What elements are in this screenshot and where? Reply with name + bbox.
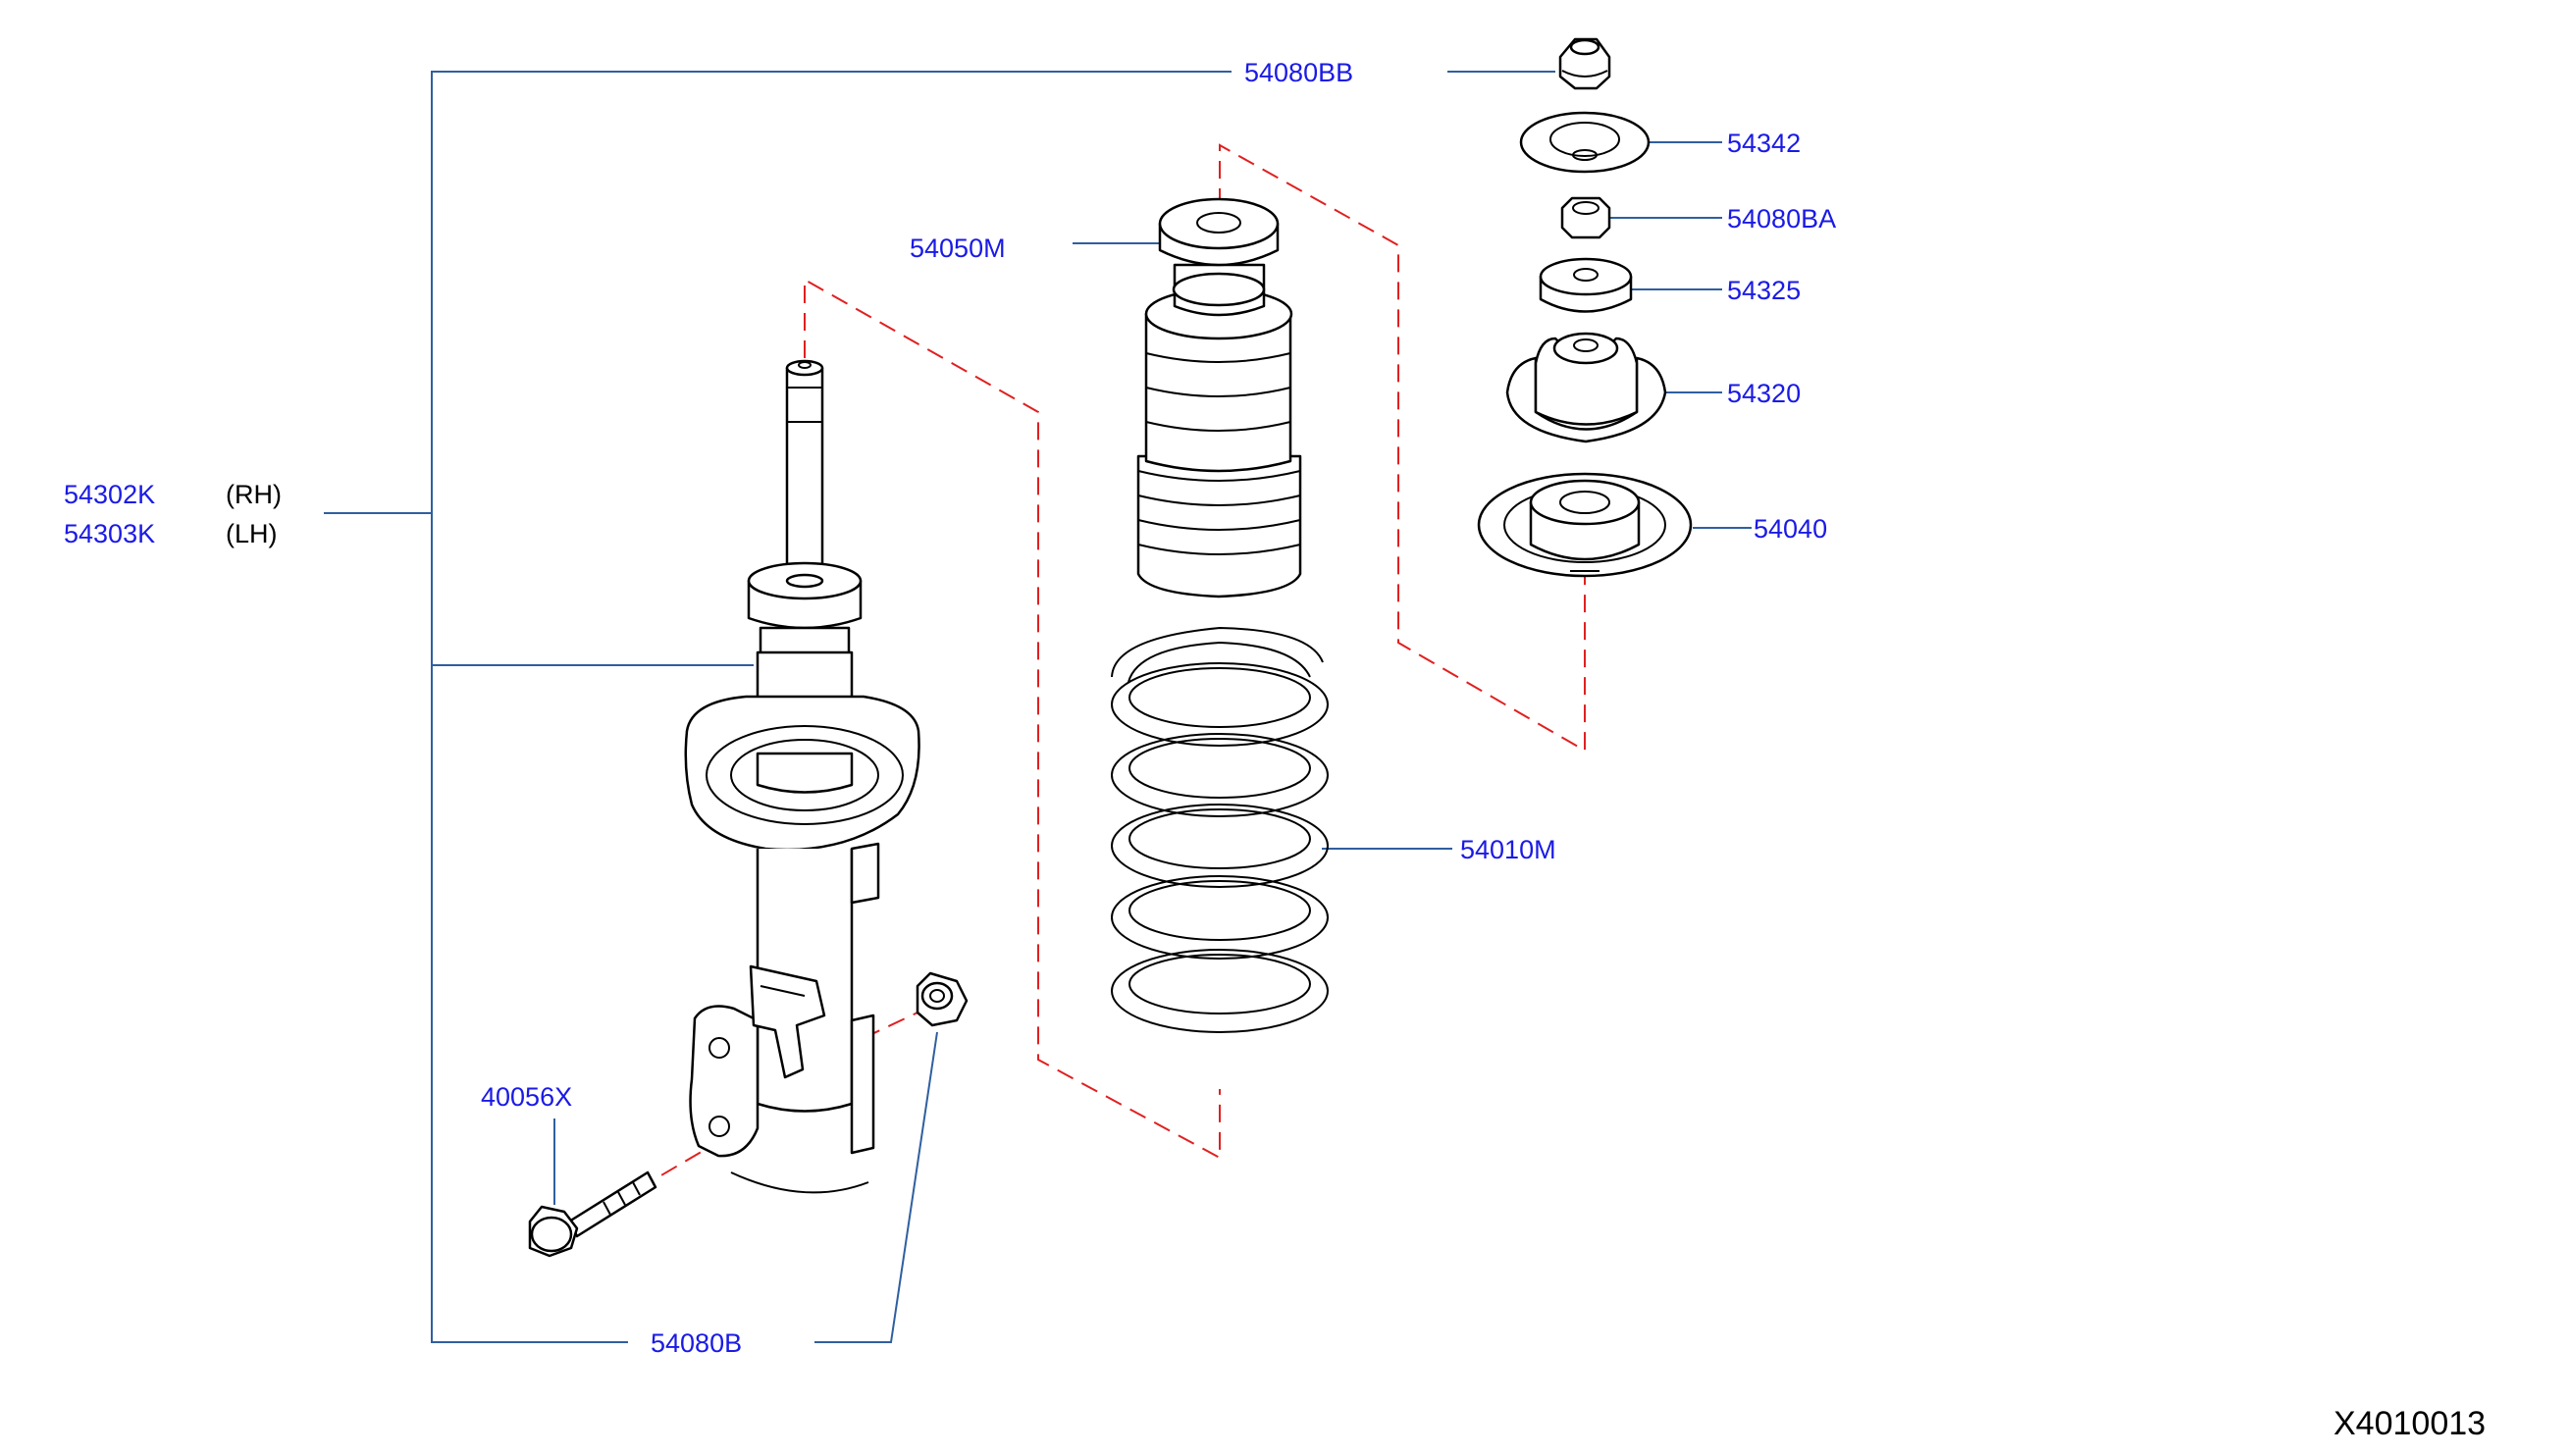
top-nut-part — [1558, 37, 1611, 90]
label-40056x: 40056X — [481, 1082, 572, 1112]
bump-seat-part — [1539, 257, 1633, 313]
label-lh-side: (LH) — [226, 519, 278, 548]
label-rh-side: (RH) — [226, 480, 282, 509]
label-54080b: 54080B — [651, 1328, 742, 1358]
leader-lines — [324, 71, 1752, 1343]
bumper-boot-part — [1136, 197, 1302, 598]
label-54320: 54320 — [1727, 379, 1801, 408]
lower-nut-leader — [814, 1031, 938, 1343]
mount-insulator-part — [1505, 332, 1667, 443]
diagram-code: X4010013 — [2334, 1405, 2486, 1442]
coil-spring-part — [1111, 626, 1329, 1033]
label-54080bb: 54080BB — [1244, 58, 1353, 87]
strut-part — [684, 359, 920, 1194]
bracket-leader — [431, 71, 1232, 1343]
label-54050m: 54050M — [910, 234, 1006, 263]
upper-nut-part — [1560, 196, 1611, 239]
lower-nut-part — [916, 971, 969, 1027]
label-54303k: 54303K — [64, 519, 155, 548]
label-54342: 54342 — [1727, 129, 1801, 158]
label-54080ba: 54080BA — [1727, 204, 1836, 234]
label-54040: 54040 — [1754, 514, 1827, 544]
label-54010m: 54010M — [1460, 835, 1556, 864]
bolt-part — [528, 1170, 657, 1258]
strut-spring-dashline — [804, 278, 1221, 1160]
part-labels: 54080BB 54342 54080BA 54325 54320 54040 … — [64, 58, 2486, 1442]
label-54325: 54325 — [1727, 276, 1801, 305]
insulator-plate-part — [1519, 111, 1651, 174]
spring-seat-part — [1477, 472, 1693, 578]
label-54302k: 54302K — [64, 480, 155, 509]
boot-seat-dashline — [1219, 143, 1586, 753]
